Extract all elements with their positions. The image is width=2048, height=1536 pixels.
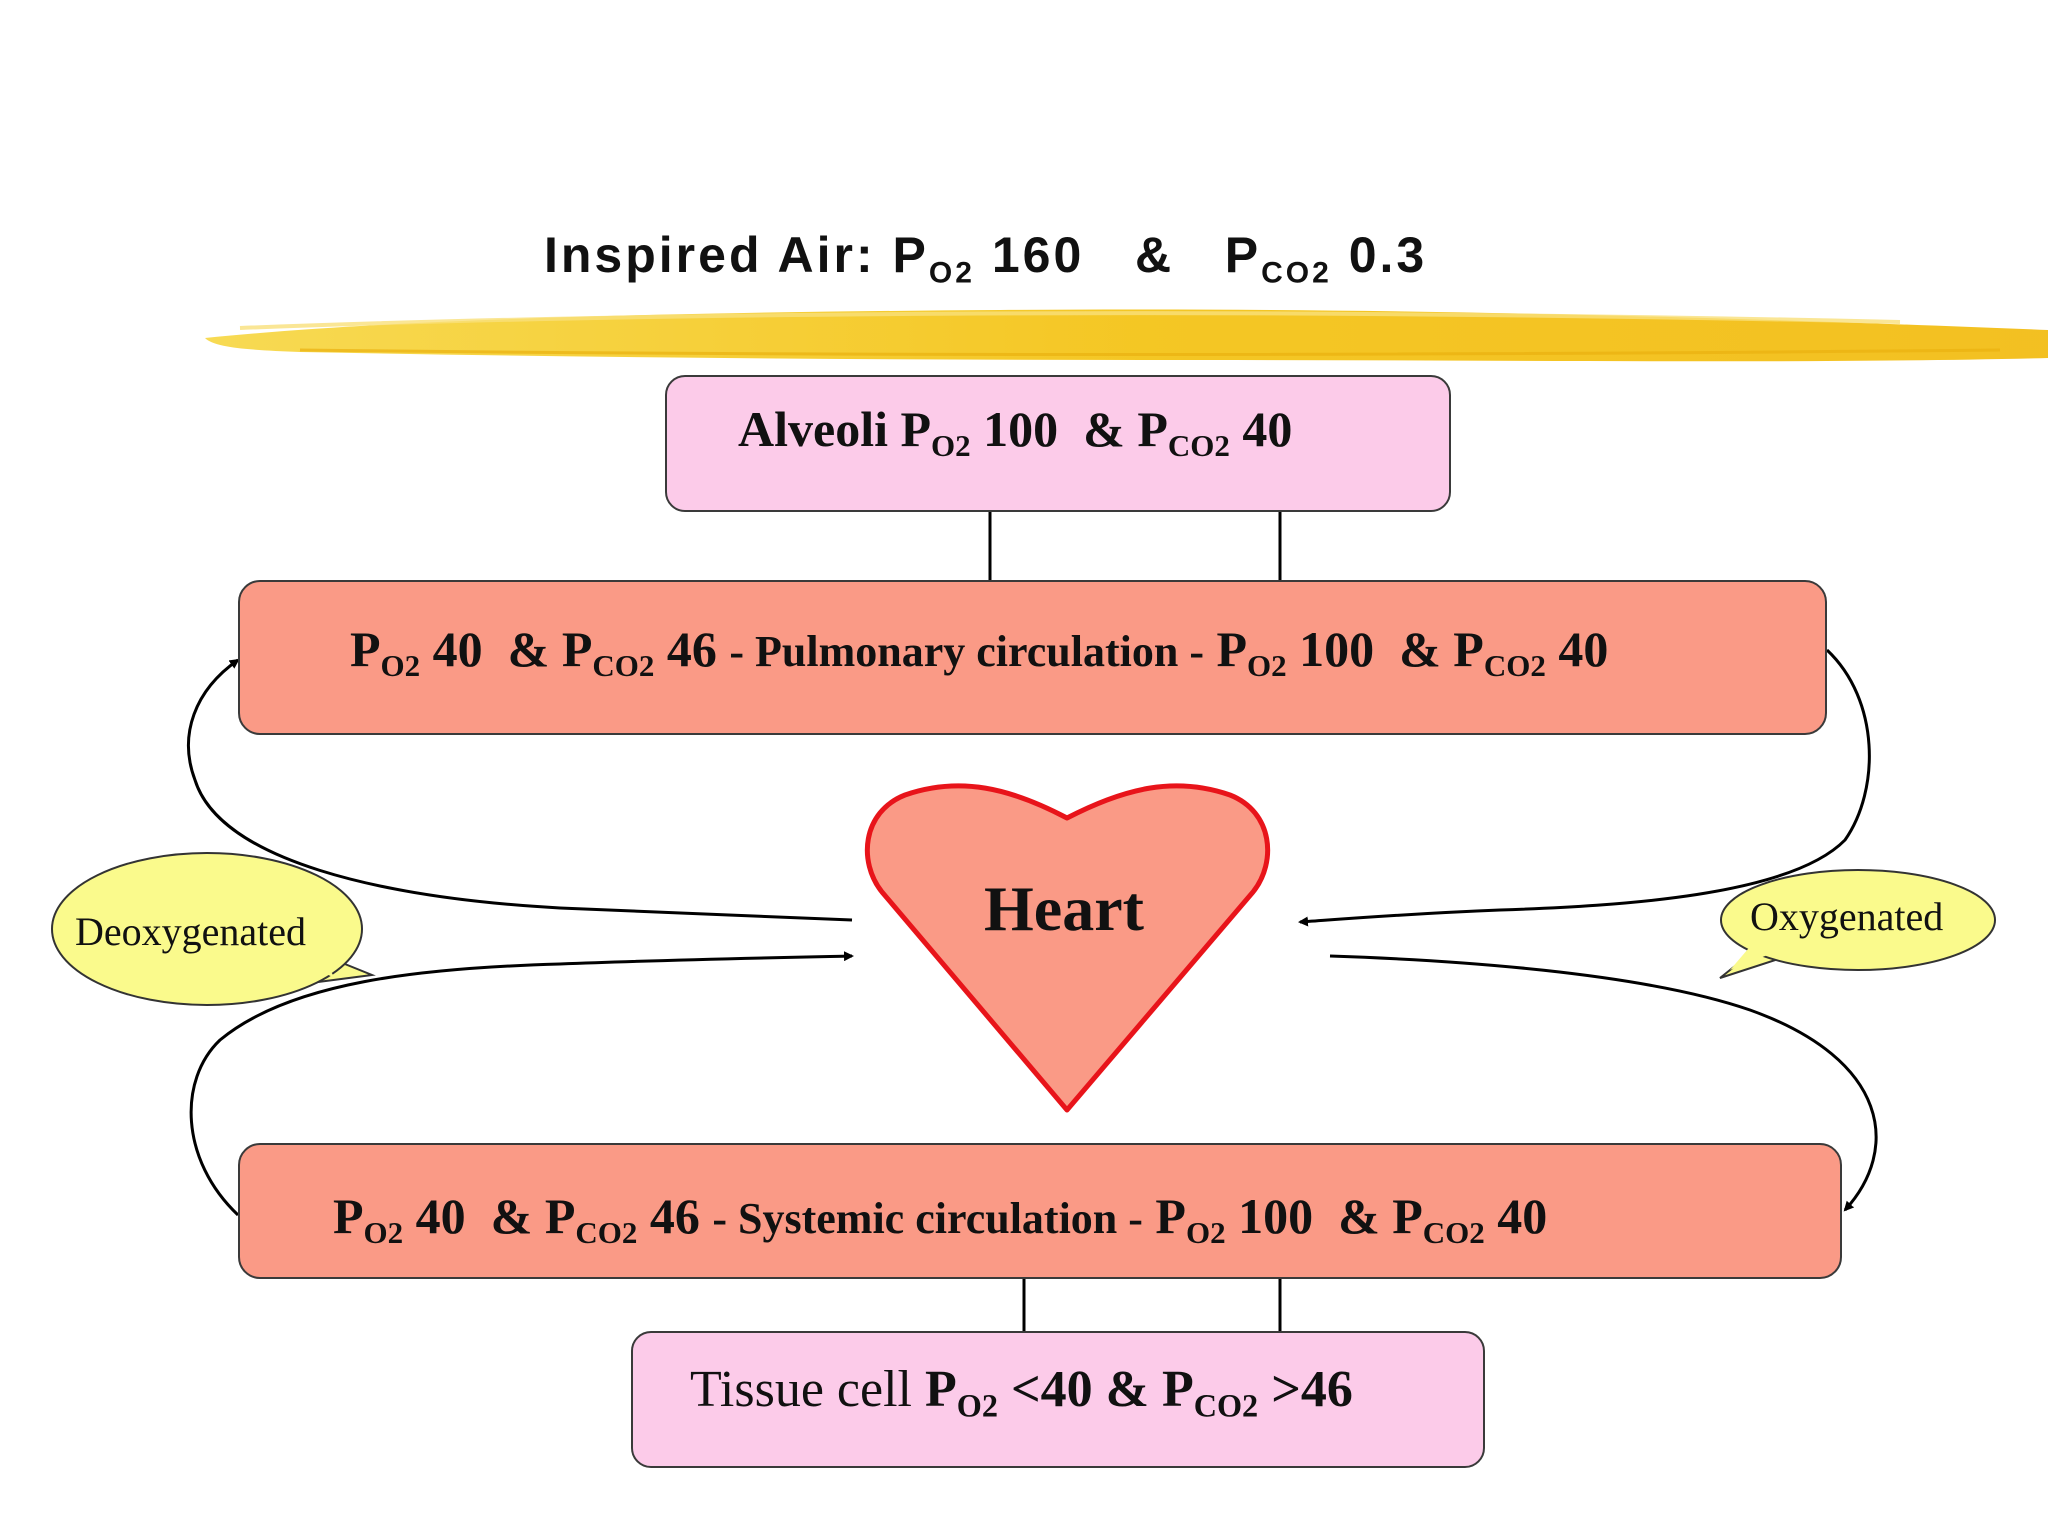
tissue-pco2-p: P — [1161, 1361, 1194, 1418]
sys-left-po2-value: 40 — [415, 1188, 466, 1244]
tissue-po2-sub: O2 — [956, 1387, 998, 1424]
alveoli-pco2-sub: CO2 — [1167, 427, 1230, 463]
tissue-po2-value: <40 — [1010, 1361, 1093, 1418]
sys-right-amp: & — [1338, 1188, 1380, 1244]
tissue-box — [631, 1331, 1485, 1468]
title-pco2-p: P — [1224, 227, 1262, 283]
pulm-left-po2-p: P — [350, 621, 381, 677]
alveoli-amp: & — [1083, 401, 1125, 457]
pulm-left-pco2-p: P — [561, 621, 593, 677]
pulm-left-pco2-value: 46 — [666, 621, 717, 677]
arrow-heart-to-systemic — [1329, 954, 1878, 1212]
tissue-pco2-sub: CO2 — [1193, 1387, 1259, 1424]
deoxygenated-label: Deoxygenated — [75, 909, 307, 954]
arrow-heart-to-pulmonary — [187, 658, 853, 922]
tissue-label: Tissue cell PO2 <40 & PCO2 >46 — [690, 1360, 1353, 1421]
pulmonary-label: PO2 40 & PCO2 46 - Pulmonary circulation… — [350, 620, 1609, 681]
sys-right-po2-sub: O2 — [1185, 1214, 1226, 1250]
heart-shape — [864, 783, 1271, 1113]
pulm-right-po2-p: P — [1216, 621, 1248, 677]
title-po2-p: P — [892, 227, 929, 283]
alveoli-pco2-p: P — [1137, 401, 1168, 457]
title-amp: & — [1134, 227, 1175, 283]
oxygenated-label: Oxygenated — [1750, 894, 1944, 939]
title-po2-value: 160 — [991, 227, 1085, 283]
pulm-left-amp: & — [507, 621, 550, 677]
title-pco2-sub: CO2 — [1261, 256, 1332, 290]
pulm-left-po2-sub: O2 — [380, 647, 421, 683]
arrow-pulmonary-to-heart — [1298, 648, 1871, 927]
sys-right-po2-value: 100 — [1238, 1188, 1314, 1244]
alveoli-po2-p: P — [900, 401, 932, 457]
alveoli-box — [665, 375, 1451, 512]
title-pco2-value: 0.3 — [1348, 227, 1428, 283]
tissue-amp: & — [1105, 1361, 1149, 1418]
pulm-right-amp: & — [1399, 621, 1441, 677]
alveoli-name: Alveoli — [738, 401, 888, 457]
sys-left-pco2-value: 46 — [649, 1188, 700, 1244]
pulm-right-pco2-sub: CO2 — [1483, 647, 1546, 683]
alveoli-po2-sub: O2 — [931, 427, 971, 463]
pulm-right-po2-value: 100 — [1299, 621, 1375, 677]
pulm-right-po2-sub: O2 — [1247, 647, 1287, 683]
sys-right-po2-p: P — [1155, 1188, 1186, 1244]
arrow-systemic-to-heart — [189, 951, 854, 1217]
systemic-box — [238, 1143, 1842, 1279]
sys-left-po2-sub: O2 — [363, 1214, 404, 1250]
alveoli-pco2-value: 40 — [1242, 401, 1293, 457]
oxygenated-bubble — [1719, 869, 1996, 979]
sys-right-pco2-value: 40 — [1497, 1188, 1548, 1244]
pulmonary-box — [238, 580, 1827, 735]
title-po2-sub: O2 — [928, 256, 975, 290]
sys-right-pco2-sub: CO2 — [1422, 1214, 1485, 1250]
sys-right-pco2-p: P — [1392, 1188, 1423, 1244]
highlighter-stroke — [205, 309, 2048, 362]
title-prefix: Inspired Air: — [544, 227, 876, 283]
pulm-left-pco2-sub: CO2 — [592, 647, 655, 683]
slide-title: Inspired Air: PO2 160 & PCO2 0.3 — [544, 226, 1428, 288]
sys-left-amp: & — [490, 1188, 533, 1244]
alveoli-po2-value: 100 — [983, 401, 1059, 457]
sys-left-po2-p: P — [333, 1188, 364, 1244]
pulm-right-pco2-value: 40 — [1558, 621, 1609, 677]
alveoli-label: Alveoli PO2 100 & PCO2 40 — [738, 400, 1293, 461]
tissue-po2-p: P — [925, 1361, 957, 1418]
sys-left-pco2-p: P — [544, 1188, 576, 1244]
tissue-name: Tissue cell — [690, 1361, 912, 1418]
systemic-label: PO2 40 & PCO2 46 - Systemic circulation … — [333, 1187, 1548, 1248]
heart-label: Heart — [984, 873, 1144, 944]
deoxygenated-bubble — [51, 852, 376, 1006]
systemic-name: - Systemic circulation - — [712, 1194, 1143, 1243]
tissue-pco2-value: >46 — [1271, 1361, 1353, 1418]
pulm-right-pco2-p: P — [1453, 621, 1484, 677]
pulm-left-po2-value: 40 — [432, 621, 483, 677]
sys-left-pco2-sub: CO2 — [575, 1214, 638, 1250]
pulmonary-name: - Pulmonary circulation - — [729, 627, 1204, 676]
